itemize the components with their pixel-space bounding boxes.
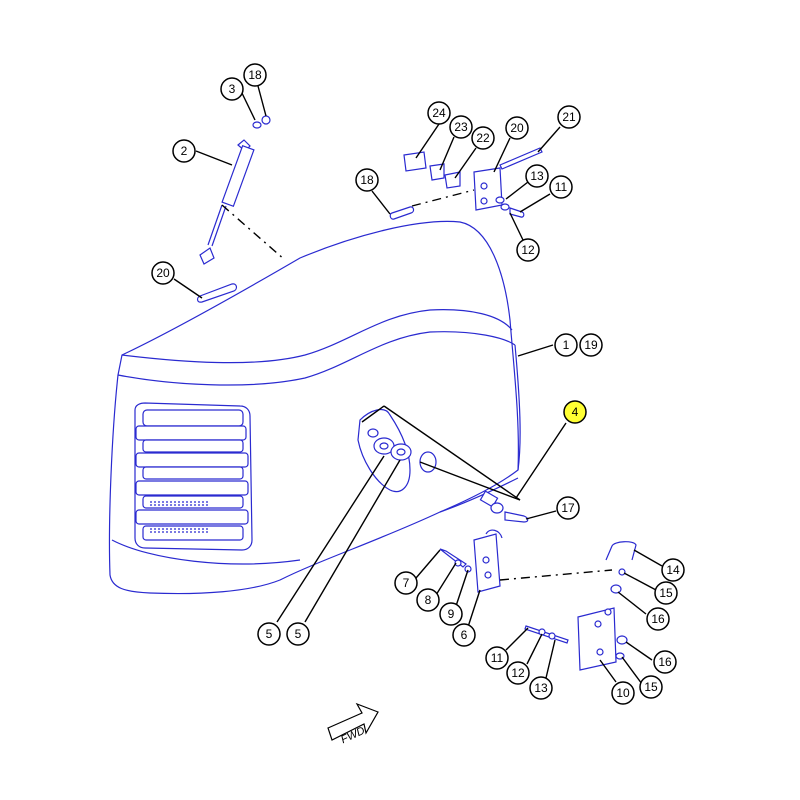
svg-text:16: 16 [658, 655, 672, 669]
latch-bracket [439, 529, 503, 593]
callout-19[interactable]: 19 [579, 333, 603, 357]
grille [134, 402, 253, 551]
callout-1[interactable]: 1 [554, 333, 578, 357]
svg-text:8: 8 [425, 593, 432, 607]
pin-top [389, 206, 415, 220]
fwd-arrow: FWD [327, 702, 379, 746]
svg-text:4: 4 [572, 405, 579, 419]
callout-17[interactable]: 17 [556, 496, 580, 520]
svg-text:7: 7 [403, 576, 410, 590]
callout-15[interactable]: 15 [654, 581, 678, 605]
svg-text:20: 20 [510, 121, 524, 135]
callout-5[interactable]: 5 [286, 622, 310, 646]
svg-text:6: 6 [461, 628, 468, 642]
callout-18[interactable]: 18 [355, 168, 379, 192]
svg-text:21: 21 [562, 110, 576, 124]
gas-strut [199, 115, 271, 265]
svg-text:11: 11 [491, 651, 504, 665]
callout-11[interactable]: 11 [485, 646, 509, 670]
svg-text:16: 16 [651, 612, 665, 626]
callout-11[interactable]: 11 [549, 175, 573, 199]
leader-lines [173, 85, 663, 685]
svg-text:13: 13 [534, 681, 548, 695]
callout-13[interactable]: 13 [529, 676, 553, 700]
latch-plate [357, 408, 437, 493]
svg-text:20: 20 [156, 266, 170, 280]
svg-text:11: 11 [555, 180, 568, 194]
catch [605, 541, 637, 594]
svg-text:15: 15 [659, 586, 673, 600]
callout-4-highlight [563, 400, 587, 424]
callout-13[interactable]: 13 [525, 164, 549, 188]
callout-12[interactable]: 12 [506, 661, 530, 685]
pin-left [196, 283, 238, 303]
callout-12[interactable]: 12 [516, 238, 540, 262]
callout-16[interactable]: 16 [646, 607, 670, 631]
callout-23[interactable]: 23 [449, 115, 473, 139]
svg-text:12: 12 [521, 243, 535, 257]
callout-9[interactable]: 9 [439, 602, 463, 626]
svg-text:17: 17 [561, 501, 575, 515]
svg-text:18: 18 [248, 68, 262, 82]
svg-text:12: 12 [511, 666, 525, 680]
fwd-label: FWD [339, 725, 367, 746]
svg-text:10: 10 [616, 686, 630, 700]
svg-text:15: 15 [644, 680, 658, 694]
center-lines [221, 189, 613, 581]
callout-22[interactable]: 22 [471, 126, 495, 150]
callout-18[interactable]: 18 [243, 63, 267, 87]
callout-7[interactable]: 7 [394, 571, 418, 595]
callout-2[interactable]: 2 [172, 139, 196, 163]
callout-20[interactable]: 20 [505, 116, 529, 140]
svg-text:5: 5 [295, 627, 302, 641]
svg-text:2: 2 [181, 144, 188, 158]
callout-4-highlighted[interactable]: 4 [563, 400, 587, 424]
callout-3[interactable]: 3 [220, 77, 244, 101]
callout-5[interactable]: 5 [257, 622, 281, 646]
callout-6[interactable]: 6 [452, 623, 476, 647]
callout-10[interactable]: 10 [611, 681, 635, 705]
svg-text:9: 9 [448, 607, 455, 621]
callout-20[interactable]: 20 [151, 261, 175, 285]
svg-text:22: 22 [476, 131, 490, 145]
svg-text:24: 24 [432, 106, 446, 120]
lower-bracket [524, 607, 628, 671]
callouts: 3 18 2 18 20 24 23 22 20 21 13 11 12 1 1… [151, 63, 685, 705]
svg-text:1: 1 [563, 338, 570, 352]
callout-16[interactable]: 16 [653, 650, 677, 674]
svg-text:18: 18 [360, 173, 374, 187]
svg-text:23: 23 [454, 120, 468, 134]
callout-21[interactable]: 21 [557, 105, 581, 129]
callout-15[interactable]: 15 [639, 675, 663, 699]
svg-text:5: 5 [266, 627, 273, 641]
svg-text:13: 13 [530, 169, 544, 183]
callout-24[interactable]: 24 [427, 101, 451, 125]
latch-pin [479, 490, 529, 523]
callout-14[interactable]: 14 [661, 558, 685, 582]
svg-text:14: 14 [666, 563, 680, 577]
svg-text:3: 3 [229, 82, 236, 96]
top-bracket [403, 147, 543, 218]
callout-8[interactable]: 8 [416, 588, 440, 612]
svg-text:19: 19 [584, 338, 598, 352]
